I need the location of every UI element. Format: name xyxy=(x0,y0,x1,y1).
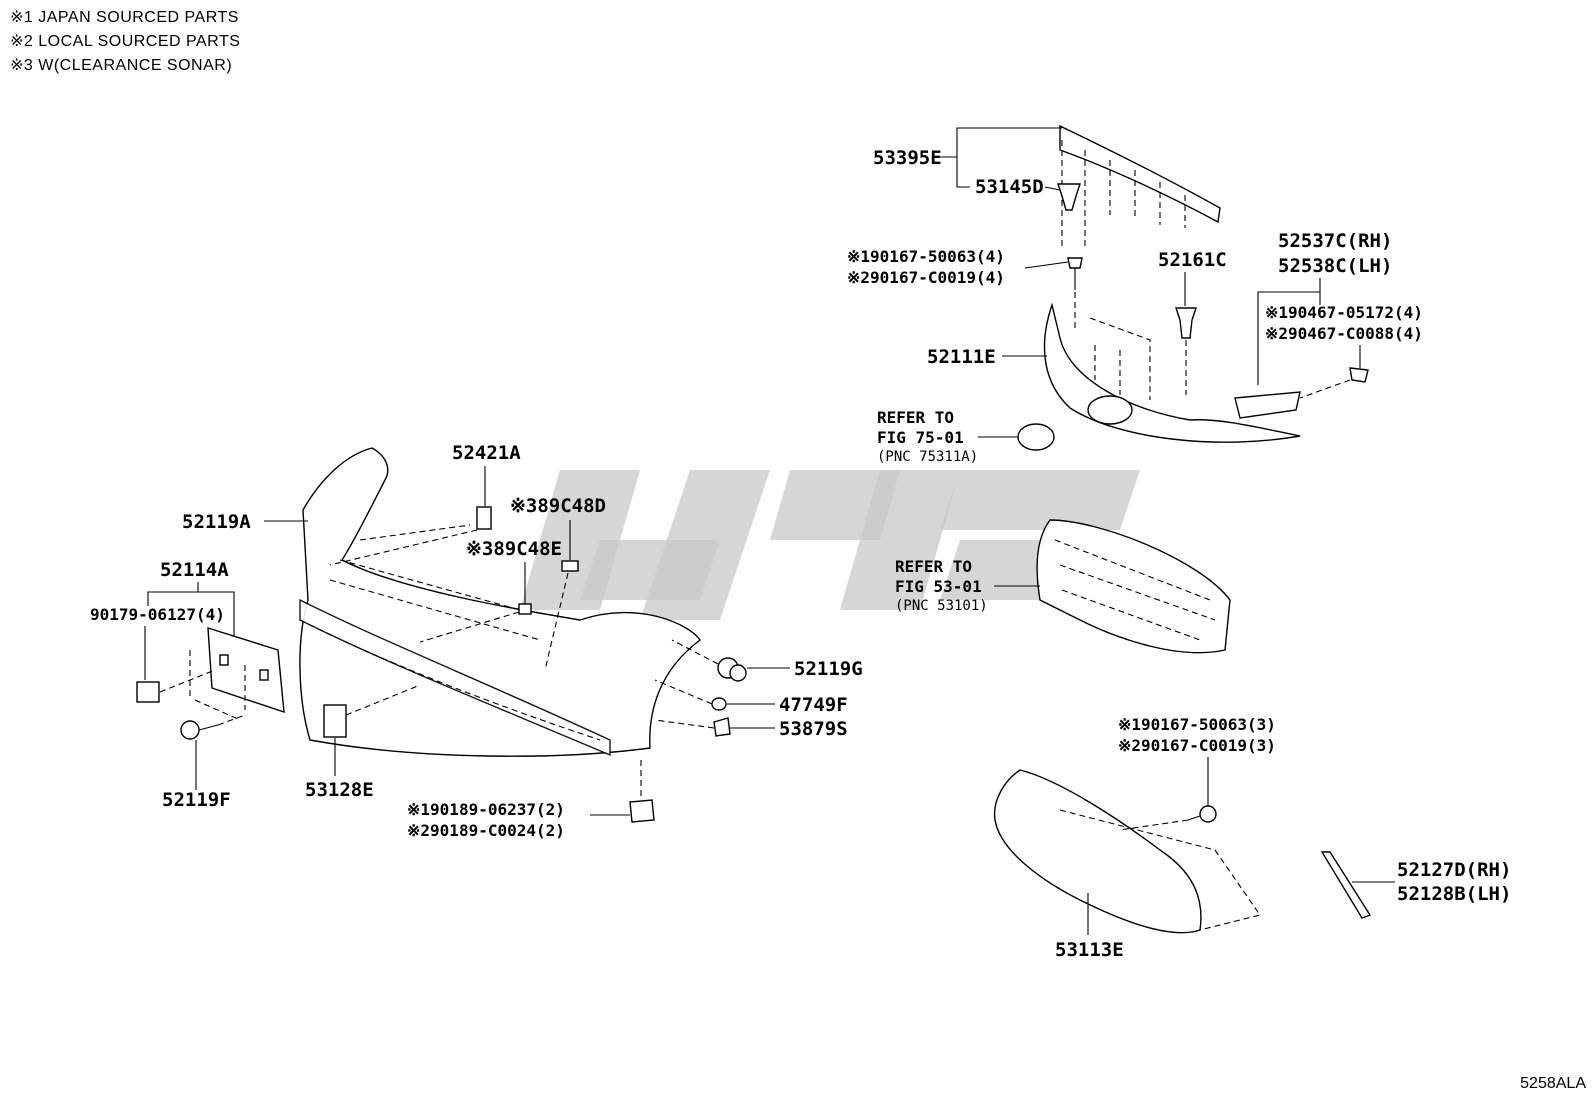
bumper-cover-52119A xyxy=(299,447,701,757)
dash-53879S xyxy=(654,719,715,729)
clip-53879S-icon xyxy=(713,717,731,737)
dash-47749F xyxy=(654,679,713,705)
label-53879S: 53879S xyxy=(779,718,848,740)
label-52421A: 52421A xyxy=(452,442,521,464)
leader-52537C xyxy=(1257,278,1321,385)
watermark-logo xyxy=(520,470,1140,620)
label-52119F: 52119F xyxy=(162,789,231,811)
leader-52114A-b xyxy=(198,591,235,640)
clip-53145D-icon xyxy=(1057,183,1081,211)
dash-53128E xyxy=(345,684,421,716)
ref53-line2: FIG 53-01 xyxy=(895,577,982,596)
ref75-line3: (PNC 75311A) xyxy=(877,449,978,465)
grille-assembly xyxy=(1036,519,1231,654)
screw-52119F-icon xyxy=(180,720,219,740)
label-52538C: 52538C(LH) xyxy=(1278,255,1392,277)
figure-code: 5258ALA xyxy=(1520,1075,1586,1092)
sensor-89C48D-icon xyxy=(561,560,579,572)
bracket-52421A-icon xyxy=(476,506,492,530)
label-47749F: 47749F xyxy=(779,694,848,716)
note-1: ※1 JAPAN SOURCED PARTS xyxy=(10,9,239,26)
upper-panel-52111E xyxy=(1043,302,1301,443)
label-53395E: 53395E xyxy=(873,147,942,169)
label-53113E: 53113E xyxy=(1055,939,1124,961)
dash-89C48D xyxy=(544,572,569,671)
label-90167-50063-4: ※190167-50063(4) xyxy=(847,247,1005,266)
label-90189-C0024: ※290189-C0024(2) xyxy=(407,821,565,840)
emblem-icon xyxy=(1017,423,1055,451)
notes-block: ※1 JAPAN SOURCED PARTS ※2 LOCAL SOURCED … xyxy=(10,6,240,78)
sensor-89C48E-icon xyxy=(518,603,532,615)
label-52111E: 52111E xyxy=(927,346,996,368)
bracket-52537C-icon xyxy=(1234,391,1301,419)
spacer-52127D-icon xyxy=(1320,851,1372,919)
clip-52161C-icon xyxy=(1175,307,1197,339)
label-52119G: 52119G xyxy=(794,658,863,680)
leader-53395E xyxy=(940,127,1062,158)
label-52537C: 52537C(RH) xyxy=(1278,230,1392,252)
dash-52119F xyxy=(217,714,246,726)
cover-53128E-icon xyxy=(323,704,347,738)
clip-52119G-icon xyxy=(717,657,747,682)
screw-90167-icon xyxy=(1067,257,1083,290)
dash-52119G xyxy=(671,639,719,665)
label-90179: 90179-06127(4) xyxy=(90,605,225,624)
label-90167-C0019-4: ※290167-C0019(4) xyxy=(847,268,1005,287)
leader-53145D xyxy=(1044,186,1061,191)
clip-47749F-icon xyxy=(711,697,727,711)
license-bracket-52114A xyxy=(207,627,285,714)
retainer-53113E xyxy=(993,769,1261,934)
label-53145D: 53145D xyxy=(975,176,1044,198)
note-2: ※2 LOCAL SOURCED PARTS xyxy=(10,33,241,50)
clip-90189-icon xyxy=(629,799,655,823)
label-90467-C0088: ※290467-C0088(4) xyxy=(1265,324,1423,343)
dash-52421A xyxy=(329,529,478,566)
label-52127D: 52127D(RH) xyxy=(1397,859,1511,881)
cover-53395E xyxy=(1059,124,1221,250)
note-3: ※3 W(CLEARANCE SONAR) xyxy=(10,57,233,74)
ref75-line1: REFER TO xyxy=(877,408,954,427)
leader-90167-4 xyxy=(1024,261,1069,269)
ref53-line1: REFER TO xyxy=(895,557,972,576)
leader-52114A-a xyxy=(147,582,199,606)
label-90167-50063-3: ※190167-50063(3) xyxy=(1118,715,1276,734)
dash-52114A xyxy=(159,650,246,721)
nut-90179-icon xyxy=(136,681,160,703)
dash-89C48E xyxy=(419,611,520,643)
label-89C48D: ※389C48D xyxy=(510,495,606,517)
dash-90467 xyxy=(1299,379,1351,399)
label-89C48E: ※389C48E xyxy=(466,538,562,560)
ref53-line3: (PNC 53101) xyxy=(895,598,988,614)
label-52128B: 52128B(LH) xyxy=(1397,883,1511,905)
leader-53145D-branch xyxy=(956,157,970,188)
ref75-line2: FIG 75-01 xyxy=(877,428,964,447)
label-90467-05172: ※190467-05172(4) xyxy=(1265,303,1423,322)
label-52161C: 52161C xyxy=(1158,249,1227,271)
label-52119A: 52119A xyxy=(182,511,251,533)
label-52114A: 52114A xyxy=(160,559,229,581)
screw-90167-3-icon xyxy=(1187,805,1217,823)
dash-90167-3 xyxy=(1119,819,1189,831)
label-53128E: 53128E xyxy=(305,779,374,801)
label-90167-C0019-3: ※290167-C0019(3) xyxy=(1118,736,1276,755)
label-90189-06237: ※190189-06237(2) xyxy=(407,800,565,819)
clip-90467-icon xyxy=(1349,367,1369,383)
